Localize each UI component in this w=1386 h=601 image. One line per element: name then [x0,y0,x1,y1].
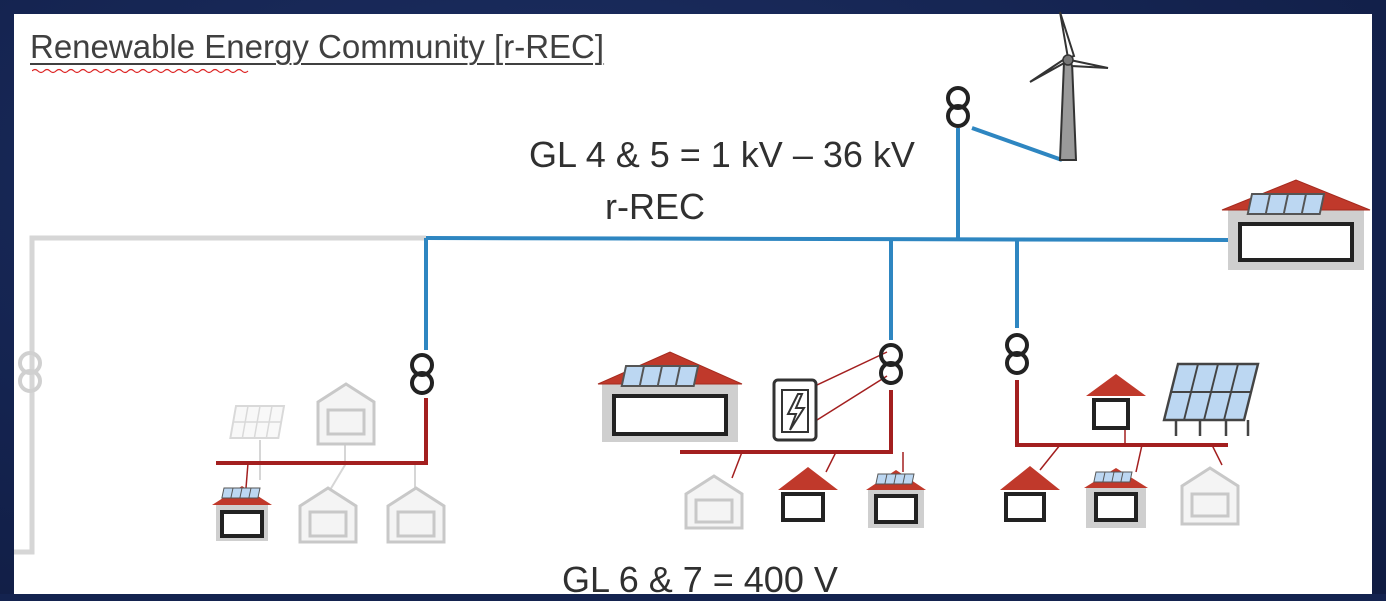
house-icon [1084,468,1148,528]
house-icon [778,467,838,522]
charging-station-icon [772,378,818,442]
inactive-house-icon [316,382,376,446]
transformer-icon [879,343,903,385]
transformer-icon [410,353,434,395]
transformer-icon [946,86,970,128]
solar-array-icon [1162,362,1260,436]
house-icon [1086,374,1146,430]
medium-voltage-label: GL 4 & 5 = 1 kV – 36 kV [529,134,915,175]
house-icon [1221,179,1371,270]
low-voltage-label: GL 6 & 7 = 400 V [562,559,838,600]
medium-voltage-network [424,126,1231,350]
community-label: r-REC [605,186,705,227]
inactive-house-icon [1180,466,1240,526]
inactive-solar-array-icon [229,405,286,439]
slide-title: Renewable Energy Community [r-REC] [30,28,605,65]
house-icon [212,486,272,541]
house-icon [1000,466,1060,522]
inactive-house-icon [386,486,446,544]
inactive-house-icon [298,486,358,544]
inactive-house-icon [684,474,744,530]
wind-turbine-icon [1029,11,1109,161]
house-icon [866,470,926,528]
house-icon [597,351,743,442]
spellcheck-underline [32,68,249,74]
low-voltage-network [216,351,1228,489]
transformer-icon [1005,333,1029,375]
